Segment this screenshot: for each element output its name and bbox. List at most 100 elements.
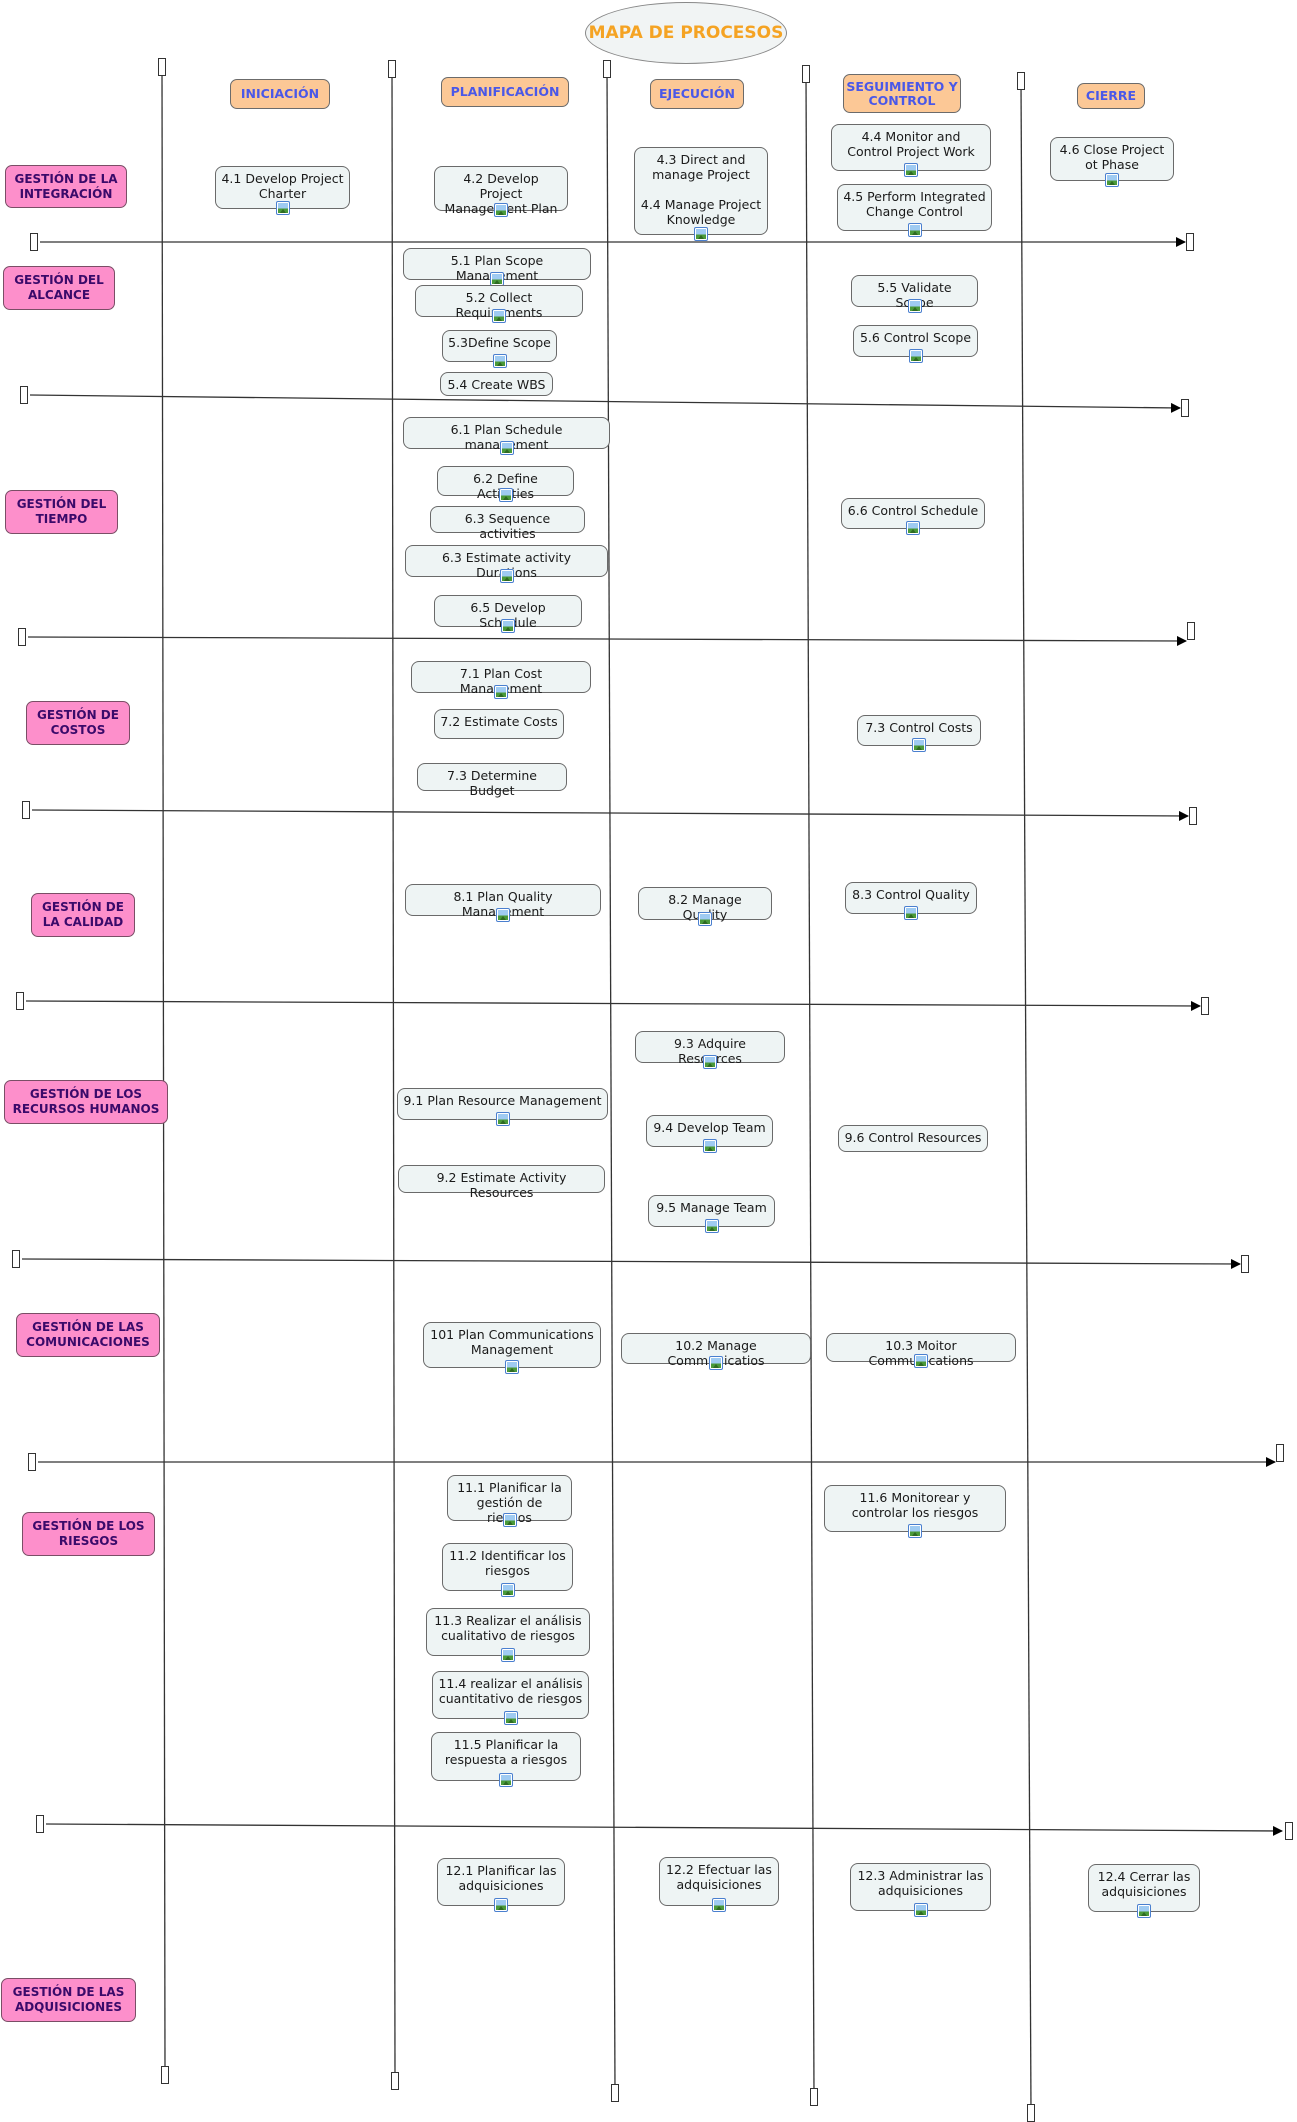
- process-node[interactable]: 8.1 Plan Quality Management: [405, 884, 601, 922]
- process-node[interactable]: 12.1 Planificar las adquisiciones: [437, 1858, 565, 1912]
- image-icon[interactable]: [703, 1055, 717, 1069]
- process-node[interactable]: 9.2 Estimate Activity Resources: [398, 1165, 605, 1200]
- process-node[interactable]: 5.4 Create WBS: [440, 372, 553, 396]
- image-icon[interactable]: [505, 1360, 519, 1374]
- image-icon[interactable]: [498, 488, 513, 502]
- line-handle[interactable]: [1241, 1255, 1249, 1273]
- process-node[interactable]: 12.3 Administrar las adquisiciones: [850, 1863, 991, 1917]
- phase-planning[interactable]: PLANIFICACIÓN: [441, 77, 569, 107]
- process-node[interactable]: 12.2 Efectuar las adquisiciones: [659, 1857, 779, 1912]
- area-procurement[interactable]: GESTIÓN DE LAS ADQUISICIONES: [1, 1978, 136, 2022]
- image-icon[interactable]: [908, 349, 923, 363]
- area-scope[interactable]: GESTIÓN DEL ALCANCE: [3, 266, 115, 310]
- process-node[interactable]: 11.5 Planificar la respuesta a riesgos: [431, 1732, 581, 1787]
- map-title[interactable]: MAPA DE PROCESOS: [585, 2, 787, 64]
- line-handle[interactable]: [18, 628, 26, 646]
- image-icon[interactable]: [496, 908, 510, 922]
- line-handle[interactable]: [1187, 622, 1195, 640]
- image-icon[interactable]: [698, 912, 712, 926]
- process-node[interactable]: 4.5 Perform Integrated Change Control: [837, 184, 992, 237]
- line-handle[interactable]: [36, 1815, 44, 1833]
- line-handle[interactable]: [391, 2072, 399, 2090]
- process-node[interactable]: 11.6 Monitorear y controlar los riesgos: [824, 1485, 1006, 1538]
- line-handle[interactable]: [12, 1250, 20, 1268]
- line-handle[interactable]: [30, 233, 38, 251]
- area-human-resources[interactable]: GESTIÓN DE LOS RECURSOS HUMANOS: [4, 1080, 168, 1124]
- image-icon[interactable]: [694, 227, 708, 241]
- image-icon[interactable]: [494, 203, 508, 217]
- line-handle[interactable]: [1186, 233, 1194, 251]
- process-node[interactable]: 8.2 Manage Quality: [638, 887, 772, 926]
- process-node[interactable]: 101 Plan Communications Management: [423, 1322, 601, 1374]
- line-handle[interactable]: [611, 2084, 619, 2102]
- process-node[interactable]: 7.1 Plan Cost Management: [411, 661, 591, 699]
- line-handle[interactable]: [1027, 2104, 1035, 2122]
- process-node[interactable]: 11.4 realizar el análisis cuantitativo d…: [432, 1671, 589, 1725]
- line-handle[interactable]: [388, 60, 396, 78]
- area-communications[interactable]: GESTIÓN DE LAS COMUNICACIONES: [16, 1313, 160, 1357]
- line-handle[interactable]: [1276, 1444, 1284, 1462]
- image-icon[interactable]: [913, 1903, 928, 1917]
- image-icon[interactable]: [904, 163, 918, 177]
- process-node[interactable]: 7.3 Control Costs: [857, 715, 981, 752]
- line-handle[interactable]: [802, 65, 810, 83]
- image-icon[interactable]: [501, 1648, 515, 1662]
- image-icon[interactable]: [500, 1583, 515, 1597]
- line-handle[interactable]: [810, 2088, 818, 2106]
- line-handle[interactable]: [1017, 72, 1025, 90]
- image-icon[interactable]: [912, 738, 926, 752]
- image-icon[interactable]: [494, 1898, 508, 1912]
- image-icon[interactable]: [490, 272, 504, 286]
- line-handle[interactable]: [28, 1453, 36, 1471]
- process-node[interactable]: 6.5 Develop Schedule: [434, 595, 582, 633]
- process-node[interactable]: 6.3 Estimate activity Durations: [405, 545, 608, 583]
- process-node[interactable]: 6.1 Plan Schedule management: [403, 417, 610, 455]
- image-icon[interactable]: [906, 521, 920, 535]
- process-node[interactable]: 10.2 Manage Communicatios: [621, 1333, 811, 1370]
- process-node[interactable]: 11.3 Realizar el análisis cualitativo de…: [426, 1608, 590, 1662]
- area-costs[interactable]: GESTIÓN DE COSTOS: [26, 701, 130, 745]
- process-node[interactable]: 9.5 Manage Team: [648, 1195, 775, 1233]
- process-node[interactable]: 6.2 Define Activities: [437, 466, 574, 502]
- process-node[interactable]: 12.4 Cerrar las adquisiciones: [1088, 1864, 1200, 1918]
- phase-execution[interactable]: EJECUCIÓN: [650, 79, 744, 109]
- area-integration[interactable]: GESTIÓN DE LA INTEGRACIÓN: [5, 165, 127, 208]
- process-node[interactable]: 5.3Define Scope: [442, 330, 557, 368]
- area-quality[interactable]: GESTIÓN DE LA CALIDAD: [31, 893, 135, 937]
- line-handle[interactable]: [158, 58, 166, 76]
- process-node[interactable]: 5.6 Control Scope: [853, 325, 978, 363]
- process-node[interactable]: 6.6 Control Schedule: [841, 498, 985, 535]
- process-node[interactable]: 7.2 Estimate Costs: [434, 709, 564, 739]
- process-node[interactable]: 9.4 Develop Team: [646, 1115, 773, 1153]
- line-handle[interactable]: [16, 992, 24, 1010]
- image-icon[interactable]: [904, 906, 918, 920]
- process-node[interactable]: 11.2 Identificar los riesgos: [442, 1543, 573, 1597]
- process-node[interactable]: 7.3 Determine Budget: [417, 763, 567, 798]
- image-icon[interactable]: [908, 1524, 922, 1538]
- process-node[interactable]: 8.3 Control Quality: [845, 882, 977, 920]
- image-icon[interactable]: [914, 1354, 928, 1368]
- line-handle[interactable]: [161, 2066, 169, 2084]
- image-icon[interactable]: [275, 201, 290, 215]
- image-icon[interactable]: [502, 1513, 517, 1527]
- image-icon[interactable]: [492, 354, 507, 368]
- line-handle[interactable]: [1201, 997, 1209, 1015]
- line-handle[interactable]: [603, 60, 611, 78]
- image-icon[interactable]: [503, 1711, 518, 1725]
- area-time[interactable]: GESTIÓN DEL TIEMPO: [5, 490, 118, 534]
- process-node[interactable]: 4.6 Close Project ot Phase: [1050, 137, 1174, 187]
- image-icon[interactable]: [709, 1356, 723, 1370]
- image-icon[interactable]: [495, 1112, 510, 1126]
- image-icon[interactable]: [702, 1139, 717, 1153]
- line-handle[interactable]: [1189, 807, 1197, 825]
- image-icon[interactable]: [1105, 173, 1119, 187]
- image-icon[interactable]: [907, 223, 922, 237]
- area-risks[interactable]: GESTIÓN DE LOS RIESGOS: [22, 1512, 155, 1556]
- image-icon[interactable]: [494, 685, 508, 699]
- process-node[interactable]: 4.2 Develop Project Management Plan: [434, 166, 568, 217]
- phase-closing[interactable]: CIERRE: [1077, 83, 1145, 109]
- phase-monitoring[interactable]: SEGUIMIENTO Y CONTROL: [843, 74, 961, 113]
- image-icon[interactable]: [501, 619, 515, 633]
- process-node[interactable]: 9.3 Adquire Resources: [635, 1031, 785, 1069]
- process-node[interactable]: 5.2 Collect Requirements: [415, 285, 583, 323]
